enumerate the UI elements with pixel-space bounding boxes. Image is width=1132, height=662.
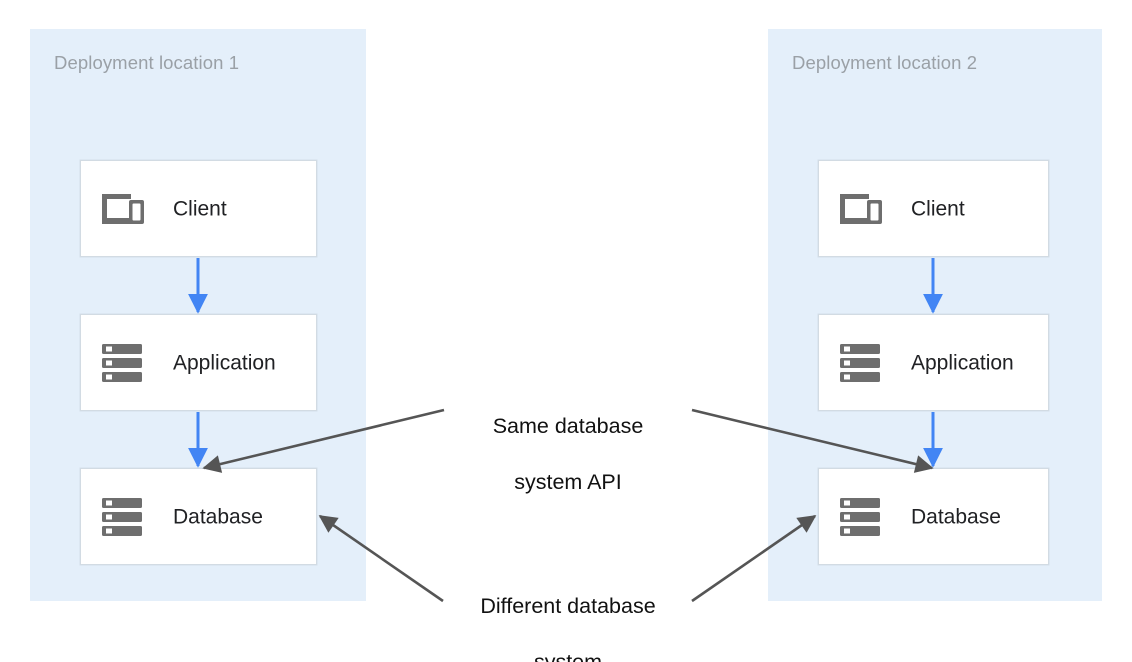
- node-client-2[interactable]: Client: [818, 160, 1049, 257]
- annotation-same-api: Same database system API: [456, 384, 680, 524]
- node-database-1[interactable]: Database: [80, 468, 317, 565]
- node-database-2[interactable]: Database: [818, 468, 1049, 565]
- node-database-2-label: Database: [911, 505, 1001, 528]
- server-icon: [99, 340, 145, 386]
- node-application-1[interactable]: Application: [80, 314, 317, 411]
- annotation-different-system-line-1: Different database: [480, 594, 656, 618]
- node-client-2-label: Client: [911, 197, 965, 220]
- deployment-zone-1-label: Deployment location 1: [54, 52, 240, 73]
- annotation-same-api-line-1: Same database: [492, 414, 644, 438]
- server-icon: [837, 340, 883, 386]
- deployment-zone-2-label: Deployment location 2: [792, 52, 978, 73]
- server-icon: [99, 494, 145, 540]
- node-application-1-label: Application: [173, 351, 276, 374]
- node-application-2-label: Application: [911, 351, 1014, 374]
- annotation-different-system: Different database system: [452, 564, 684, 662]
- node-client-1[interactable]: Client: [80, 160, 317, 257]
- annotation-same-api-line-2: system API: [514, 470, 622, 494]
- devices-icon: [837, 186, 883, 232]
- server-icon: [837, 494, 883, 540]
- node-application-2[interactable]: Application: [818, 314, 1049, 411]
- annotation-different-system-line-2: system: [533, 650, 603, 662]
- devices-icon: [99, 186, 145, 232]
- node-database-1-label: Database: [173, 505, 263, 528]
- node-client-1-label: Client: [173, 197, 227, 220]
